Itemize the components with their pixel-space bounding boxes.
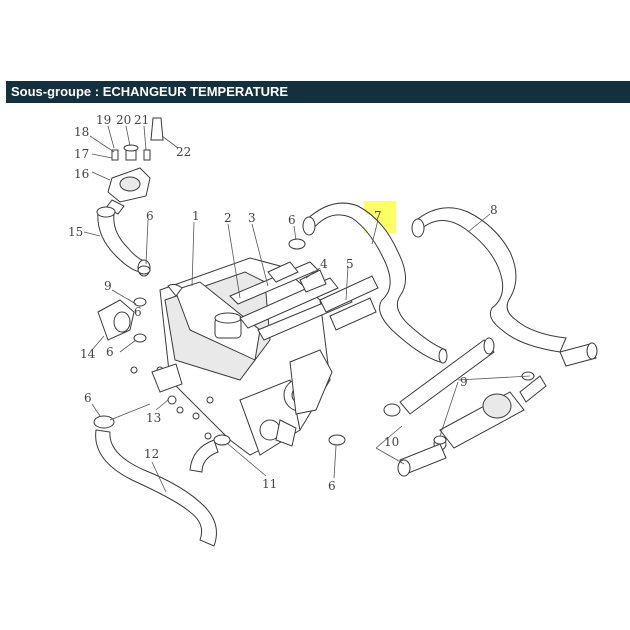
pipe-10[interactable] bbox=[383, 337, 495, 417]
clamp-6-bottom-mid[interactable] bbox=[328, 434, 346, 446]
callout-15[interactable]: 15 bbox=[68, 225, 83, 239]
callout-12[interactable]: 12 bbox=[144, 447, 159, 461]
callout-22[interactable]: 22 bbox=[176, 145, 191, 159]
callout-2[interactable]: 2 bbox=[224, 211, 232, 225]
callout-17[interactable]: 17 bbox=[74, 147, 89, 161]
clamp-6-mid-left[interactable] bbox=[133, 333, 147, 343]
manifold-rails[interactable] bbox=[229, 261, 379, 341]
callout-6-a[interactable]: 6 bbox=[288, 213, 296, 227]
callout-8[interactable]: 8 bbox=[490, 203, 498, 217]
thermostat-housing[interactable] bbox=[105, 117, 164, 215]
subgroup-title-bar: Sous-groupe : ECHANGEUR TEMPERATURE bbox=[6, 81, 630, 103]
callout-6-c[interactable]: 6 bbox=[106, 345, 114, 359]
callout-4[interactable]: 4 bbox=[320, 257, 328, 271]
callout-10[interactable]: 10 bbox=[384, 435, 399, 449]
callout-6-f[interactable]: 6 bbox=[134, 305, 142, 319]
callout-13[interactable]: 13 bbox=[146, 411, 161, 425]
subgroup-title: Sous-groupe : ECHANGEUR TEMPERATURE bbox=[11, 84, 289, 99]
leader-lines-rails bbox=[227, 223, 349, 301]
callout-9-a[interactable]: 9 bbox=[460, 375, 468, 389]
hose-8[interactable] bbox=[411, 207, 598, 367]
callout-11[interactable]: 11 bbox=[262, 477, 277, 491]
callout-20[interactable]: 20 bbox=[116, 113, 131, 127]
clamp-6-left[interactable] bbox=[137, 265, 151, 275]
callout-21[interactable]: 21 bbox=[134, 113, 149, 127]
callout-7[interactable]: 7 bbox=[374, 209, 382, 223]
hose-12[interactable] bbox=[95, 429, 219, 547]
clamp-6-lower-left-2[interactable] bbox=[133, 297, 147, 307]
callout-19[interactable]: 19 bbox=[96, 113, 111, 127]
callout-14[interactable]: 14 bbox=[80, 347, 96, 361]
inline-cooler[interactable] bbox=[397, 371, 547, 477]
callout-3[interactable]: 3 bbox=[248, 211, 256, 225]
leader-lines-top bbox=[89, 125, 179, 181]
fitting-14[interactable] bbox=[97, 299, 135, 341]
leader-lines-right bbox=[375, 375, 531, 465]
clamp-6-top-right[interactable] bbox=[288, 238, 306, 250]
callout-5[interactable]: 5 bbox=[346, 257, 354, 271]
hose-15[interactable] bbox=[96, 206, 151, 277]
callout-6-b[interactable]: 6 bbox=[146, 209, 154, 223]
callout-6-d[interactable]: 6 bbox=[84, 391, 92, 405]
callout-labels: 1 2 3 4 5 6 6 6 6 6 6 7 8 9 9 10 11 12 1… bbox=[68, 113, 498, 493]
callout-9-b[interactable]: 9 bbox=[104, 279, 112, 293]
callout-1[interactable]: 1 bbox=[192, 209, 200, 223]
callout-18[interactable]: 18 bbox=[74, 125, 89, 139]
callout-16[interactable]: 16 bbox=[74, 167, 89, 181]
bolts-13[interactable] bbox=[130, 363, 214, 420]
callout-6-e[interactable]: 6 bbox=[328, 479, 336, 493]
clamp-6-bottom-left[interactable] bbox=[93, 415, 115, 429]
fitting-11[interactable] bbox=[204, 432, 231, 446]
hose-7[interactable] bbox=[302, 202, 448, 364]
